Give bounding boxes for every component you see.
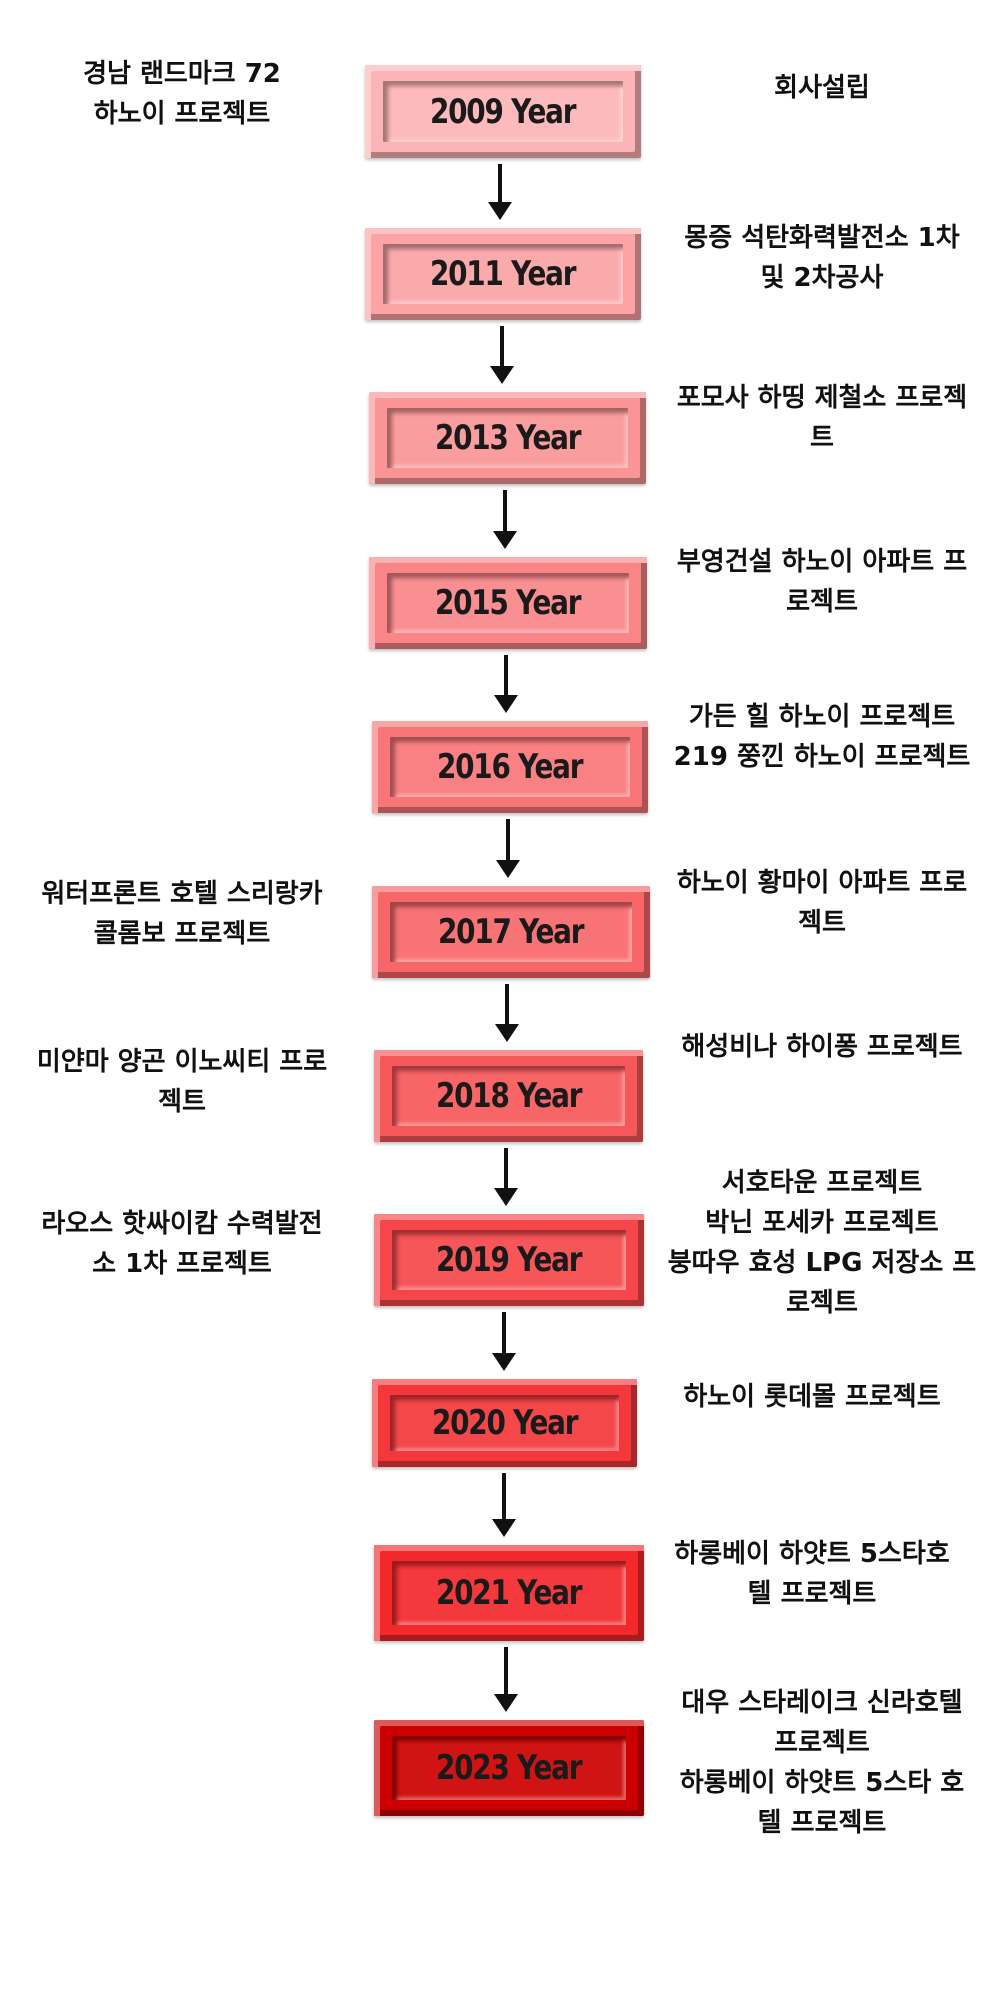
year-box: 2011 Year	[365, 228, 641, 320]
note-line: 대우 스타레이크 신라호텔	[681, 1688, 963, 1718]
year-box-face: 2021 Year	[392, 1561, 626, 1625]
note-line: 하노이 롯데몰 프로젝트	[683, 1382, 941, 1412]
year-box: 2020 Year	[372, 1379, 637, 1467]
note-line: 포모사 하띵 제철소 프로젝	[676, 383, 968, 413]
year-box-face: 2023 Year	[392, 1736, 626, 1800]
note-line: 경남 랜드마크 72	[83, 59, 281, 89]
note-line: 프로젝트	[774, 1728, 870, 1758]
year-box: 2016 Year	[372, 721, 648, 813]
note-line: 텔 프로젝트	[757, 1808, 887, 1838]
milestone-note-right: 회사설립	[652, 68, 992, 108]
note-line: 워터프론트 호텔 스리랑카	[41, 879, 323, 909]
note-line: 라오스 핫싸이캄 수력발전	[41, 1209, 323, 1239]
note-line: 서호타운 프로젝트	[721, 1168, 923, 1198]
note-line: 텔 프로젝트	[747, 1579, 877, 1609]
year-box-face: 2016 Year	[390, 737, 630, 797]
year-box: 2017 Year	[372, 886, 650, 978]
year-box: 2015 Year	[369, 557, 647, 649]
note-line: 로젝트	[786, 587, 858, 617]
year-box-face: 2020 Year	[390, 1395, 619, 1451]
arrow-down-icon	[495, 819, 520, 878]
note-line: 가든 힐 하노이 프로젝트	[688, 702, 956, 732]
note-line: 하노이 황마이 아파트 프로	[676, 868, 968, 898]
milestone-note-right: 해성비나 하이퐁 프로젝트	[652, 1027, 992, 1067]
year-label: 2021 Year	[436, 1573, 583, 1613]
note-line: 미얀마 양곤 이노씨티 프로	[36, 1047, 328, 1077]
note-line: 회사설립	[774, 73, 870, 103]
year-label: 2023 Year	[436, 1748, 583, 1788]
milestone-note-right: 하노이 롯데몰 프로젝트	[642, 1377, 982, 1417]
note-line: 붕따우 효성 LPG 저장소 프	[667, 1248, 977, 1278]
arrow-down-icon	[494, 1647, 518, 1712]
year-label: 2011 Year	[430, 254, 577, 294]
note-line: 몽증 석탄화력발전소 1차	[684, 223, 960, 253]
arrow-down-icon	[488, 164, 512, 220]
note-line: 젝트	[798, 908, 846, 938]
milestone-note-right: 가든 힐 하노이 프로젝트 219 쭝낀 하노이 프로젝트	[652, 697, 992, 777]
year-box: 2018 Year	[374, 1050, 643, 1142]
year-label: 2018 Year	[435, 1076, 583, 1116]
arrow-down-icon	[494, 655, 518, 713]
year-box-face: 2015 Year	[387, 573, 629, 633]
arrow-down-icon	[492, 490, 517, 549]
note-line: 하노이 프로젝트	[93, 99, 271, 129]
note-line: 하롱베이 하얏트 5스타호	[674, 1539, 950, 1569]
note-line: 219 쭝낀 하노이 프로젝트	[673, 742, 971, 772]
year-label: 2009 Year	[430, 91, 577, 132]
note-line: 젝트	[158, 1087, 206, 1117]
arrow-down-icon	[490, 326, 515, 384]
arrow-down-icon	[491, 1473, 516, 1537]
note-line: 해성비나 하이퐁 프로젝트	[681, 1032, 963, 1062]
year-box: 2013 Year	[369, 392, 646, 484]
arrow-down-icon	[491, 1312, 516, 1371]
year-box-face: 2018 Year	[392, 1066, 625, 1126]
arrow-down-icon	[494, 984, 519, 1042]
note-line: 박닌 포세카 프로젝트	[705, 1208, 939, 1238]
year-box-face: 2009 Year	[383, 81, 623, 142]
year-box: 2009 Year	[365, 65, 641, 158]
year-label: 2016 Year	[437, 747, 584, 787]
arrow-down-icon	[493, 1148, 518, 1206]
year-label: 2013 Year	[434, 418, 582, 458]
note-line: 하롱베이 하얏트 5스타 호	[679, 1768, 965, 1798]
milestone-note-left: 경남 랜드마크 72 하노이 프로젝트	[12, 54, 352, 134]
year-box-face: 2019 Year	[392, 1230, 626, 1290]
year-box: 2021 Year	[374, 1545, 644, 1641]
year-box: 2019 Year	[374, 1214, 644, 1306]
year-label: 2015 Year	[435, 583, 582, 623]
note-line: 로젝트	[786, 1288, 858, 1318]
year-label: 2020 Year	[431, 1403, 579, 1443]
year-box-face: 2011 Year	[383, 244, 623, 304]
note-line: 및 2차공사	[760, 263, 884, 293]
year-box-face: 2017 Year	[390, 902, 632, 962]
year-label: 2019 Year	[436, 1240, 583, 1280]
year-box-face: 2013 Year	[387, 408, 628, 468]
note-line: 소 1차 프로젝트	[92, 1249, 272, 1279]
year-box: 2023 Year	[374, 1720, 644, 1816]
note-line: 부영건설 하노이 아파트 프	[676, 547, 968, 577]
note-line: 트	[810, 423, 834, 453]
note-line: 콜롬보 프로젝트	[93, 919, 271, 949]
year-label: 2017 Year	[438, 912, 585, 952]
